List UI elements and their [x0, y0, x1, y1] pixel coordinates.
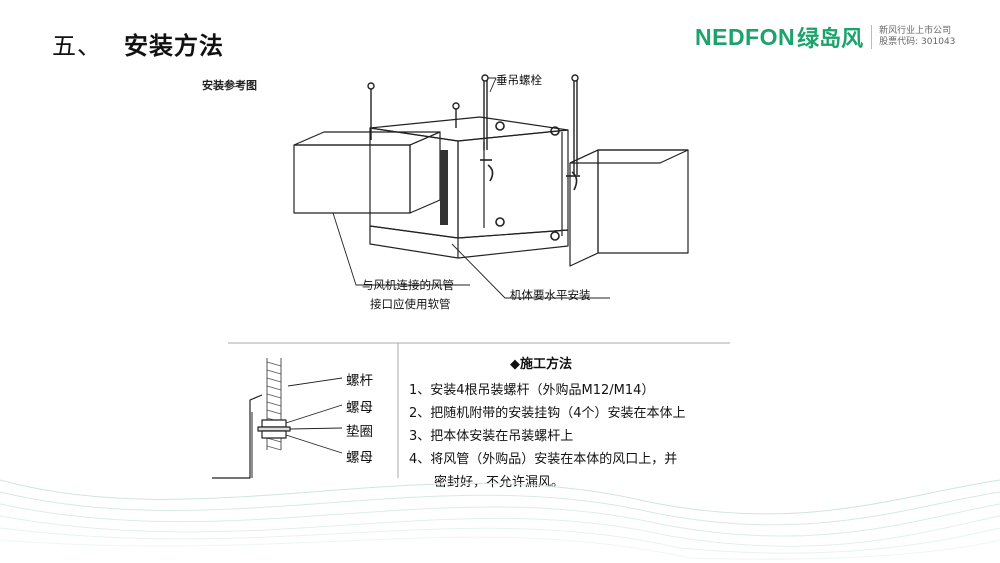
method-heading: ◆施工方法 — [510, 357, 572, 372]
label-nut-top: 螺母 — [346, 400, 373, 416]
callout-hanger-bolt: 垂吊螺栓 — [496, 73, 542, 87]
page-title: 五、安装方法 — [52, 26, 224, 61]
method-steps: 1、安装4根吊装螺杆（外购品M12/M14） 2、把随机附带的安装挂钩（4个）安… — [409, 379, 686, 494]
step-item: 4、将风管（外购品）安装在本体的风口上，并 — [409, 452, 678, 467]
section-number: 五、 — [52, 32, 102, 60]
callout-level: 机体要水平安装 — [510, 288, 591, 302]
rod-hardware-detail — [212, 358, 343, 479]
company-logo: NEDFON 绿岛风 新风行业上市公司 股票代码: 301043 — [695, 23, 955, 53]
section-title: 安装方法 — [124, 32, 224, 60]
fan-unit-body — [369, 116, 569, 259]
label-washer: 垫圈 — [346, 424, 373, 440]
logo-tagline: 新风行业上市公司 股票代码: 301043 — [879, 26, 955, 48]
callout-lines — [332, 77, 610, 299]
step-item-continued: 密封好，不允许漏风。 — [434, 475, 565, 490]
logo-tagline-2: 股票代码: 301043 — [879, 37, 956, 47]
right-duct — [569, 149, 689, 267]
logo-divider — [871, 25, 873, 49]
step-item: 3、把本体安装在吊装螺杆上 — [409, 429, 574, 444]
bottom-dividers — [228, 342, 730, 478]
hanging-rods — [367, 74, 579, 175]
diagram-title: 安装参考图 — [202, 79, 257, 92]
logo-tagline-1: 新风行业上市公司 — [879, 26, 952, 36]
logo-brand-cn: 绿岛风 — [797, 27, 864, 52]
decorative-wave — [0, 479, 1000, 560]
callout-duct-line-1: 与风机连接的风管 — [362, 278, 454, 292]
step-item: 2、把随机附带的安装挂钩（4个）安装在本体上 — [409, 406, 686, 421]
left-duct — [293, 131, 441, 214]
logo-brand: NEDFON — [695, 23, 796, 50]
step-item: 1、安装4根吊装螺杆（外购品M12/M14） — [409, 383, 655, 398]
mounting-hooks — [480, 121, 580, 241]
label-rod: 螺杆 — [346, 373, 373, 389]
label-nut-bottom: 螺母 — [346, 450, 373, 466]
callout-duct-line-2: 接口应使用软管 — [370, 297, 451, 311]
